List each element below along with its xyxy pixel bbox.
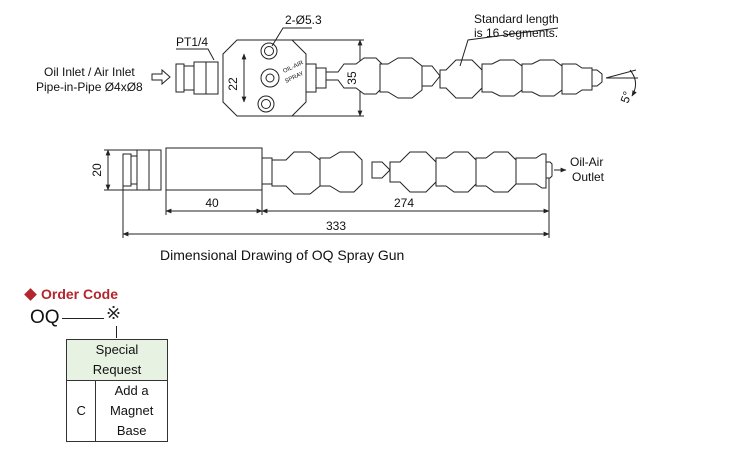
dim-274: 274 [394, 196, 414, 210]
dim-40: 40 [205, 196, 219, 210]
standard-length-label: Standard length [474, 12, 559, 26]
side-fitting [122, 153, 132, 187]
order-code-label: Order Code [41, 286, 119, 302]
table-header: Special Request [66, 339, 168, 381]
option-connector [116, 326, 117, 338]
inlet-pipe-label: Pipe-in-Pipe Ø4xØ8 [36, 80, 143, 94]
top-view [151, 27, 364, 117]
inlet-label: Oil Inlet / Air Inlet [44, 65, 135, 79]
outlet-label-2: Outlet [572, 170, 605, 184]
inlet-fitting [175, 63, 185, 93]
dim-22: 22 [226, 77, 240, 91]
thread-label: PT1/4 [176, 35, 208, 49]
side-view [122, 147, 553, 195]
option-code: C [65, 380, 97, 442]
drawing-caption: Dimensional Drawing of OQ Spray Gun [160, 247, 405, 263]
segmented-hose-top [325, 57, 603, 99]
side-body [165, 147, 263, 191]
inlet-arrow-icon [151, 68, 171, 86]
order-code-title: Order Code [24, 286, 119, 302]
outlet-label: Oil-Air [570, 155, 603, 169]
option-symbol: ※ [106, 303, 122, 323]
dim-20: 20 [90, 163, 104, 177]
option-description: Add a Magnet Base [95, 380, 168, 442]
code-connector [62, 318, 104, 319]
mount-hole-top [260, 42, 278, 60]
angle-label: 5° [618, 89, 635, 105]
dim-333: 333 [326, 219, 346, 233]
segments-label: is 16 segments. [474, 26, 558, 40]
table-row: C Add a Magnet Base [65, 380, 168, 442]
model-code: OQ [30, 307, 60, 328]
hole-spec-label: 2-Ø5.3 [285, 13, 322, 27]
dim-35: 35 [345, 71, 359, 85]
center-port [260, 68, 280, 88]
order-code-table: Special Request C Add a Magnet Base [65, 339, 168, 442]
diamond-icon [24, 287, 37, 301]
mount-hole-bottom [257, 95, 275, 113]
